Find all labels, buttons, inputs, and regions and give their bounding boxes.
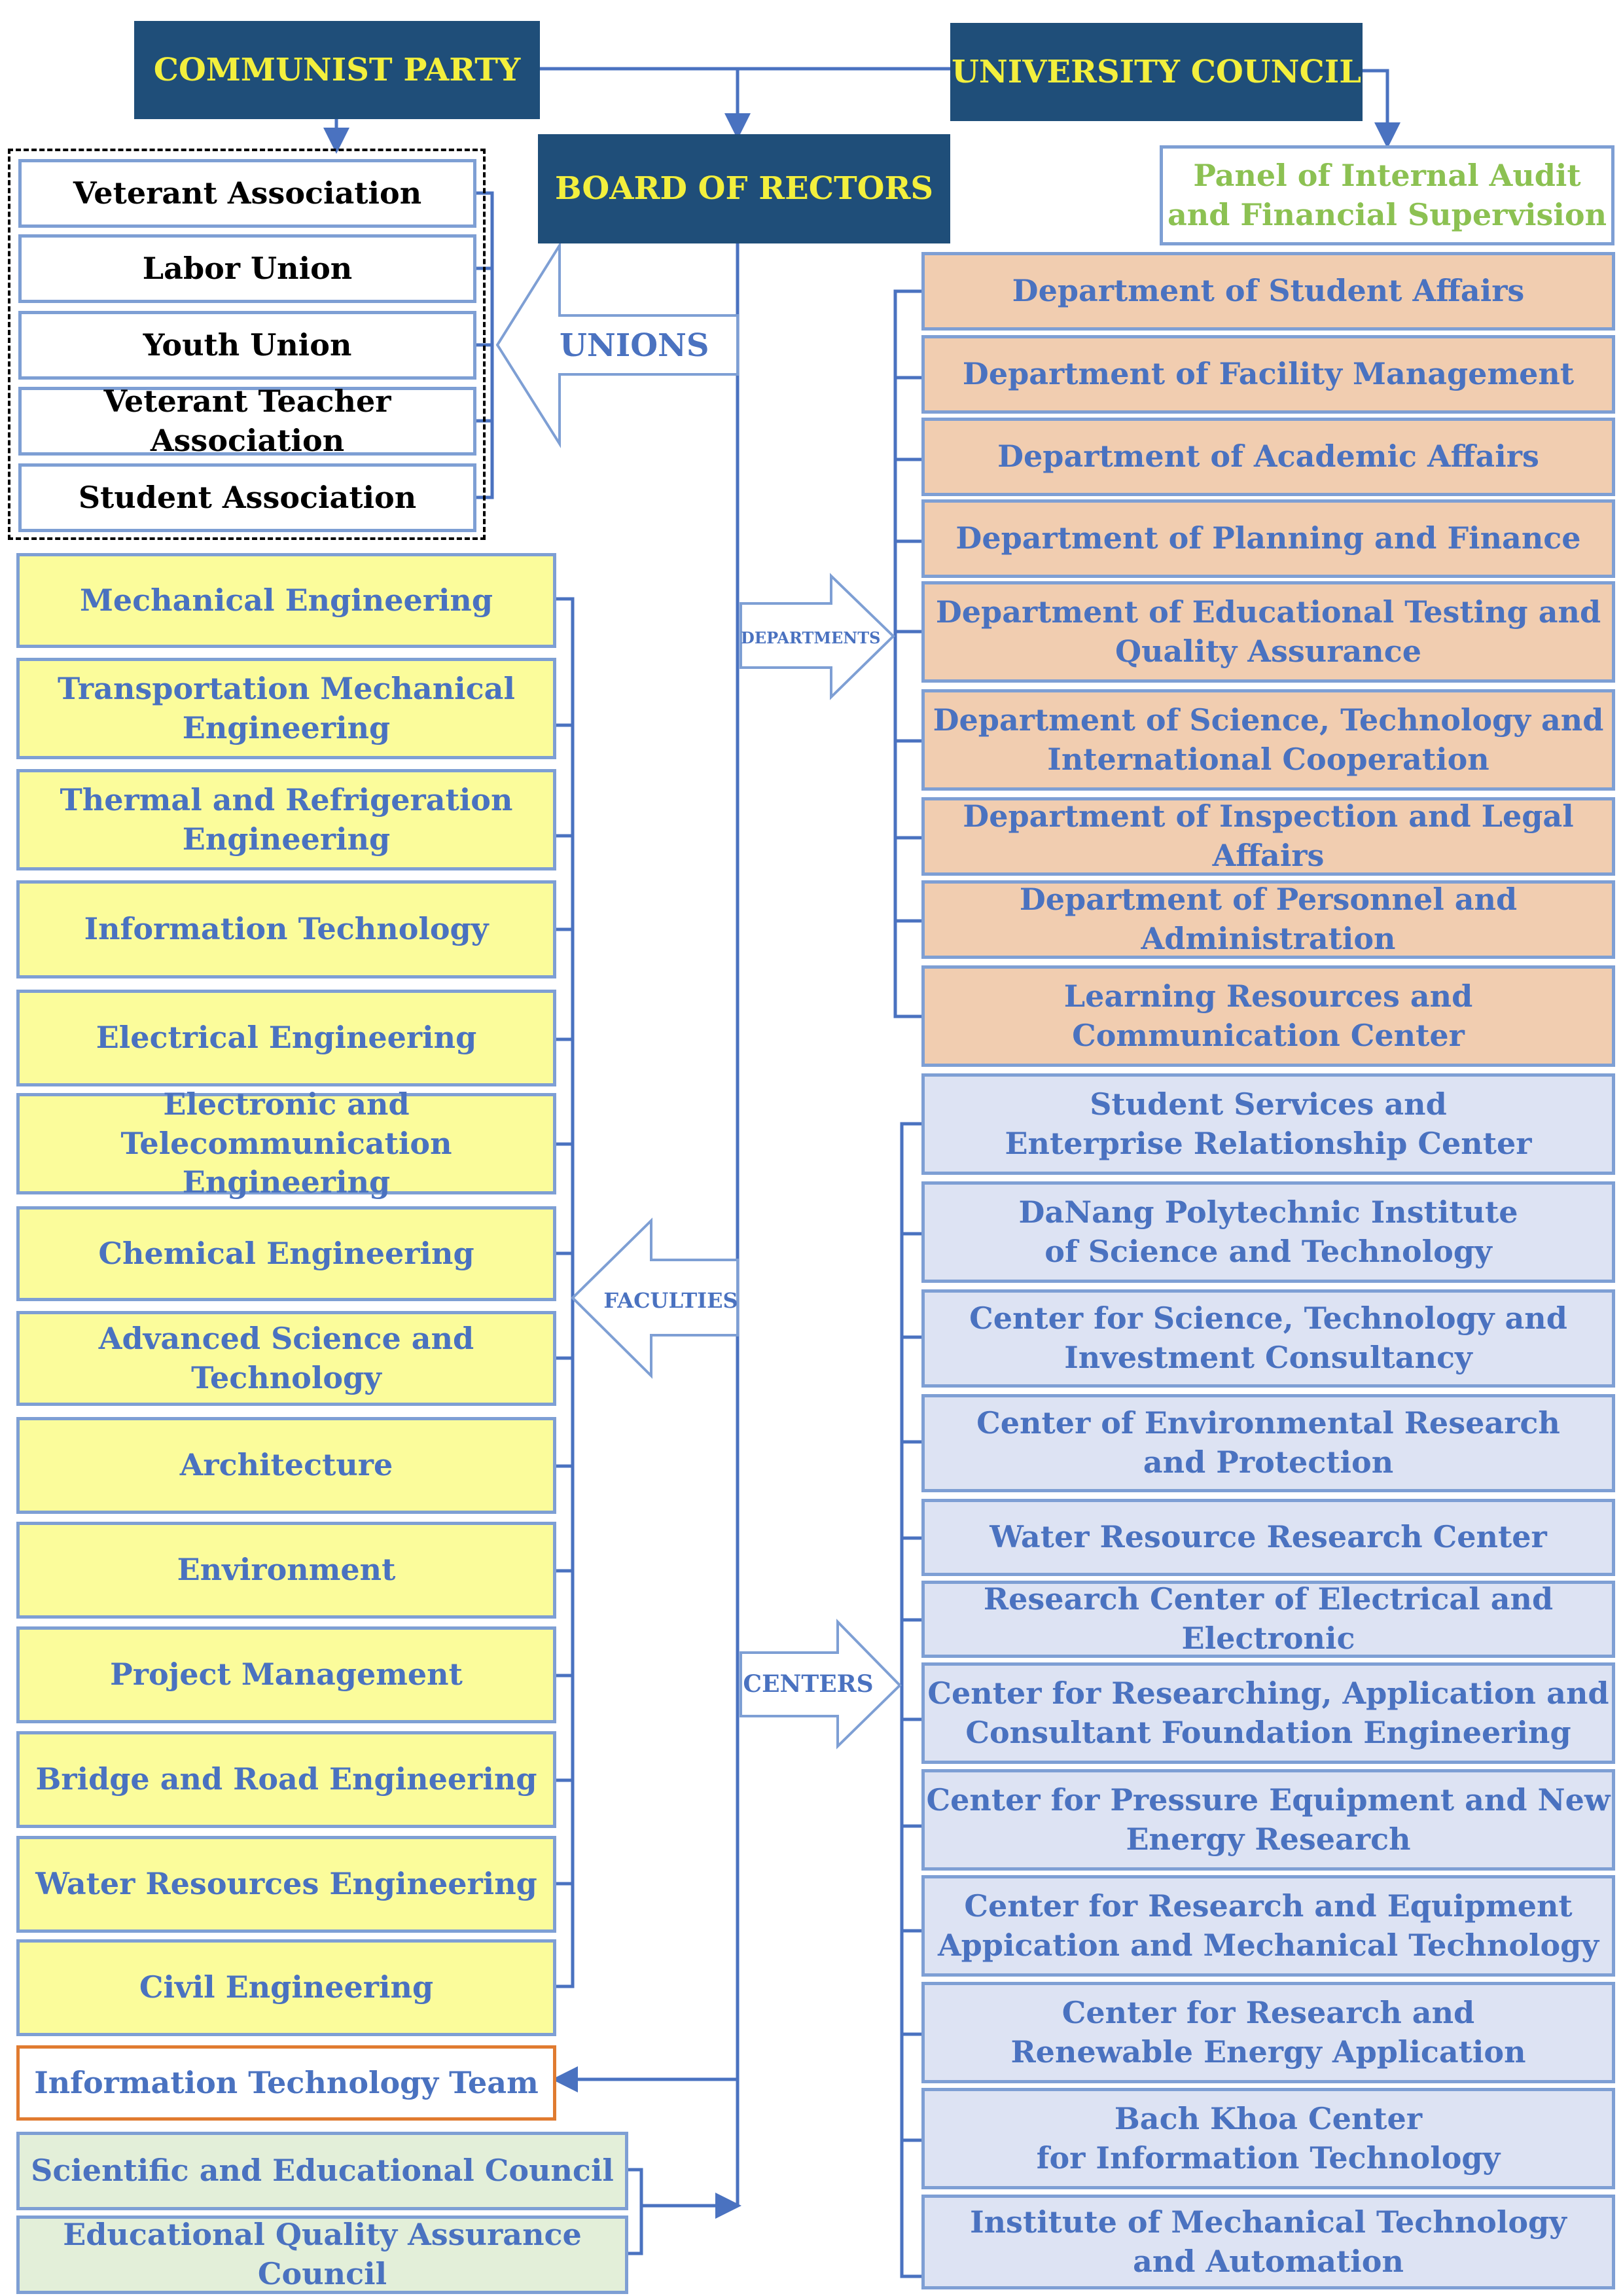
dept-facility-management: Department of Facility Management [921, 335, 1615, 414]
center-equipment-mechanical-technology: Center for Research and Equipment Appica… [921, 1875, 1615, 1977]
center-renewable-energy-application: Center for Research and Renewable Energy… [921, 1982, 1615, 2083]
dept-personnel-administration: Department of Personnel and Administrati… [921, 880, 1615, 959]
faculty-thermal-refrigeration-engineering: Thermal and Refrigeration Engineering [16, 769, 556, 870]
union-veterant-teacher-association: Veterant Teacher Association [18, 384, 476, 458]
dept-learning-resources-communication-center: Learning Resources and Communication Cen… [921, 965, 1615, 1067]
faculty-information-technology: Information Technology [16, 880, 556, 978]
center-electrical-electronic-research: Research Center of Electrical and Electr… [921, 1581, 1615, 1658]
union-labor-union: Labor Union [18, 234, 476, 303]
dept-academic-affairs: Department of Academic Affairs [921, 418, 1615, 496]
unions-arrow-label: UNIONS [560, 327, 709, 364]
dept-planning-finance: Department of Planning and Finance [921, 499, 1615, 578]
faculty-transportation-mechanical-engineering: Transportation Mechanical Engineering [16, 658, 556, 759]
councils-bracket [625, 2168, 643, 2255]
faculty-mechanical-engineering: Mechanical Engineering [16, 553, 556, 648]
centers-block-arrow [740, 1619, 902, 1749]
dept-science-technology-international-cooperation: Department of Science, Technology and In… [921, 689, 1615, 791]
faculties-bracket [553, 597, 575, 1988]
council-to-audit-arrow [1361, 69, 1400, 149]
dept-educational-testing-quality-assurance: Department of Educational Testing and Qu… [921, 581, 1615, 683]
unions-block-arrow [495, 241, 739, 448]
centers-arrow-label: CENTERS [743, 1670, 874, 1698]
institute-mechanical-technology-automation: Institute of Mechanical Technology and A… [921, 2195, 1615, 2289]
faculty-electronic-telecommunication-engineering: Electronic and Telecommunication Enginee… [16, 1086, 556, 1200]
faculties-block-arrow [571, 1217, 739, 1379]
information-technology-team-box: Information Technology Team [16, 2045, 556, 2121]
center-danang-polytechnic-institute: DaNang Polytechnic Institute of Science … [921, 1181, 1615, 1283]
departments-block-arrow [740, 573, 895, 700]
faculty-bridge-road-engineering: Bridge and Road Engineering [16, 1731, 556, 1828]
center-bach-khoa-information-technology: Bach Khoa Center for Information Technol… [921, 2088, 1615, 2189]
communist-party-box: COMMUNIST PARTY [134, 21, 540, 119]
center-foundation-engineering: Center for Researching, Application and … [921, 1662, 1615, 1764]
dept-inspection-legal-affairs: Department of Inspection and Legal Affai… [921, 797, 1615, 876]
centers-bracket [900, 1122, 921, 2278]
internal-audit-panel-box: Panel of Internal Audit and Financial Su… [1160, 145, 1614, 245]
scientific-educational-council-box: Scientific and Educational Council [16, 2132, 628, 2210]
union-veterant-association: Veterant Association [18, 159, 476, 228]
faculties-arrow-label: FACULTIES [603, 1288, 738, 1313]
center-pressure-equipment-new-energy: Center for Pressure Equipment and New En… [921, 1769, 1615, 1871]
educational-quality-assurance-council-box: Educational Quality Assurance Council [16, 2215, 628, 2294]
center-environmental-research-protection: Center of Environmental Research and Pro… [921, 1394, 1615, 1492]
union-youth-union: Youth Union [18, 311, 476, 380]
departments-arrow-label: DEPARTMENTS [741, 628, 881, 647]
faculty-chemical-engineering: Chemical Engineering [16, 1206, 556, 1301]
faculty-advanced-science-technology: Advanced Science and Technology [16, 1311, 556, 1406]
faculty-civil-engineering: Civil Engineering [16, 1939, 556, 2036]
university-council-box: UNIVERSITY COUNCIL [950, 23, 1363, 121]
center-water-resource-research: Water Resource Research Center [921, 1499, 1615, 1576]
faculty-project-management: Project Management [16, 1626, 556, 1723]
faculty-water-resources-engineering: Water Resources Engineering [16, 1836, 556, 1933]
dept-student-affairs: Department of Student Affairs [921, 252, 1615, 331]
faculty-environment: Environment [16, 1522, 556, 1619]
board-of-rectors-box: BOARD OF RECTORS [538, 134, 950, 243]
union-student-association: Student Association [18, 463, 476, 532]
center-student-services-enterprise: Student Services and Enterprise Relation… [921, 1073, 1615, 1175]
departments-bracket [893, 289, 921, 1018]
faculty-architecture: Architecture [16, 1417, 556, 1514]
center-science-technology-investment-consultancy: Center for Science, Technology and Inves… [921, 1289, 1615, 1388]
faculty-electrical-engineering: Electrical Engineering [16, 990, 556, 1086]
unions-group [8, 149, 486, 540]
